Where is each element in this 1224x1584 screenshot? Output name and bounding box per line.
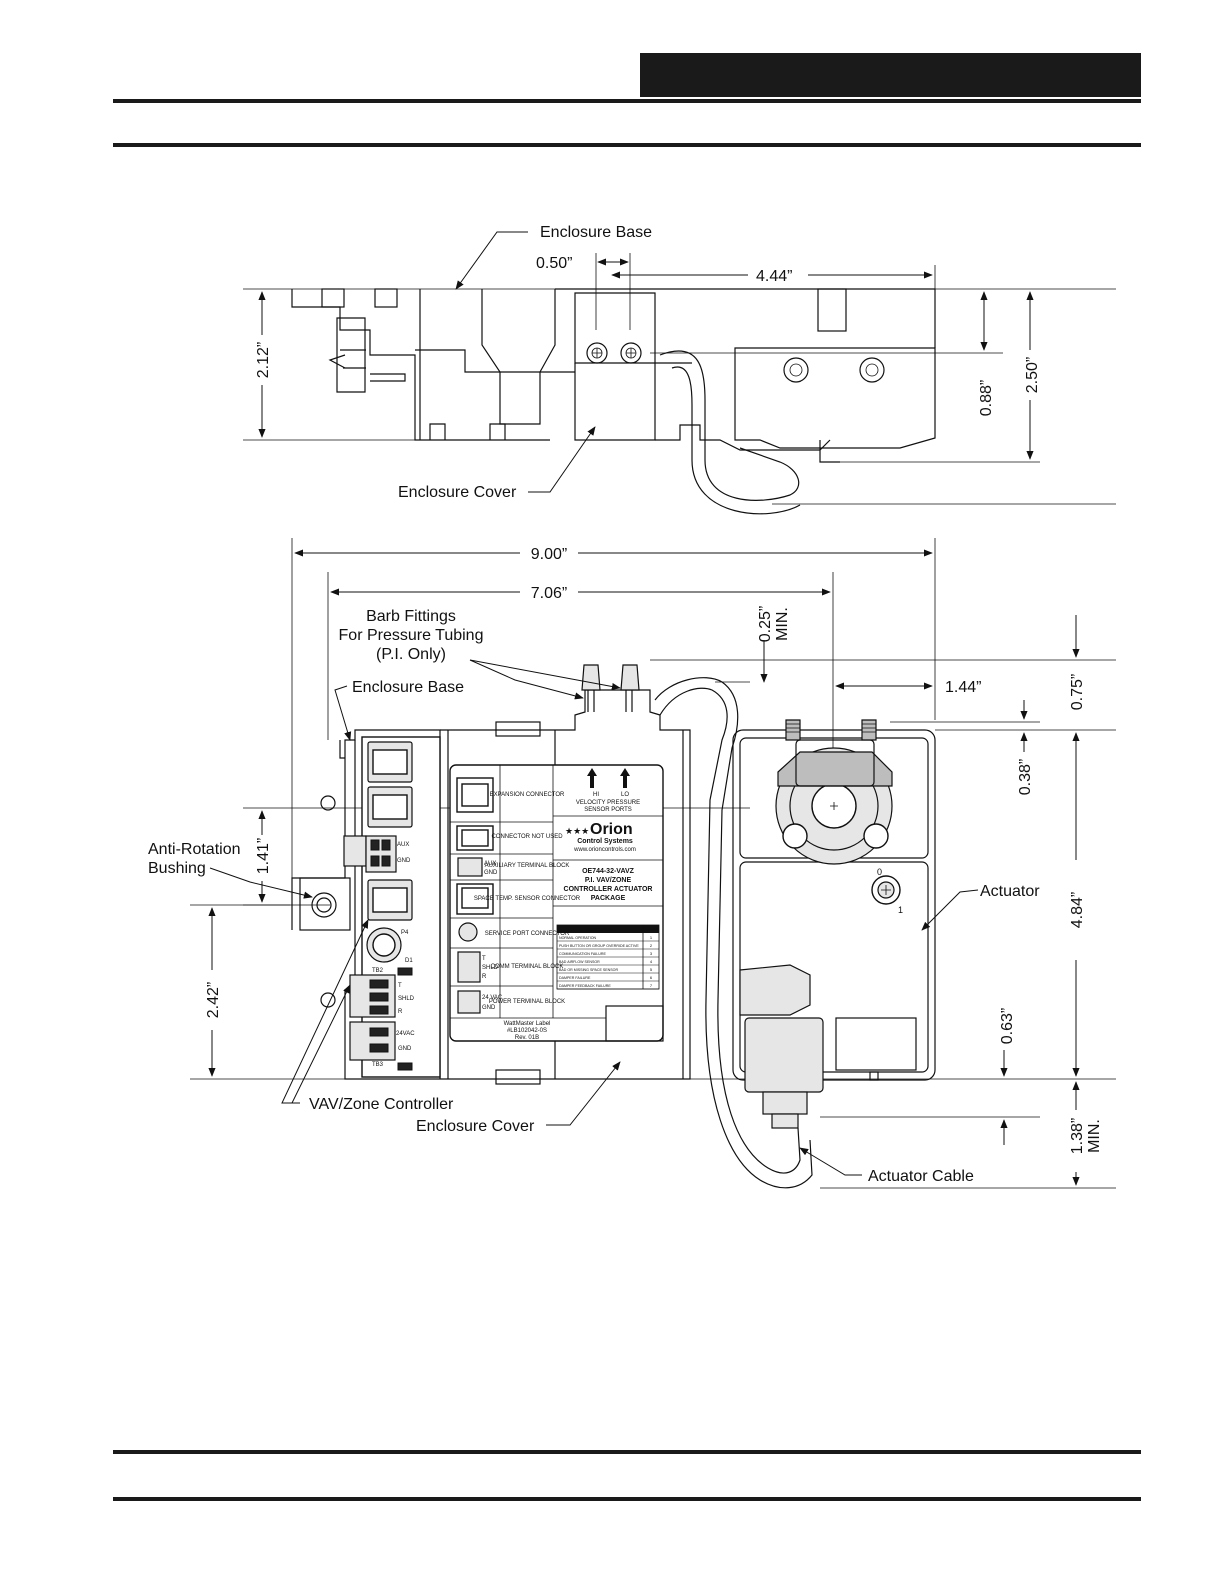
panel-t: T	[482, 956, 486, 962]
dial-zero: 0	[877, 867, 882, 877]
brand-sub: Control Systems	[577, 838, 633, 845]
panel-connector-not-used: CONNECTOR NOT USED	[491, 834, 563, 840]
dim-4-84: 4.84”	[1069, 892, 1086, 928]
table-row-blinks: 6	[650, 975, 653, 980]
board-24vac: 24VAC	[396, 1031, 415, 1037]
table-row-description: DAMPER FEEDBACK FAILURE	[559, 984, 611, 988]
dim-0-25: 0.25”	[757, 606, 774, 642]
dim-0-75: 0.75”	[1069, 674, 1086, 710]
table-row-blinks: 4	[650, 959, 653, 964]
dim-1-38: 1.38”	[1069, 1118, 1086, 1154]
label-actuator-cable: Actuator Cable	[868, 1168, 974, 1185]
table-row-description: COMMUNICATION FAILURE	[559, 952, 606, 956]
brand-url: www.orioncontrols.com	[573, 847, 636, 853]
dim-0-25-min: MIN.	[774, 607, 791, 641]
dim-1-44: 1.44”	[945, 679, 981, 696]
table-row-description: BAD OR MISSING SPACE SENSOR	[559, 968, 618, 972]
board-gnd: GND	[397, 858, 411, 864]
dim-1-41: 1.41”	[255, 838, 272, 874]
table-row-description: DAMPER FAILURE	[559, 976, 591, 980]
dim-1-38-min: MIN.	[1086, 1119, 1103, 1153]
panel-aux: AUX	[484, 861, 496, 867]
front-view	[190, 538, 1116, 1189]
panel-velocity-pressure: VELOCITY PRESSURE	[576, 800, 640, 806]
panel-power-terminal-block: POWER TERMINAL BLOCK	[489, 999, 565, 1005]
dim-9-00: 9.00”	[531, 546, 567, 563]
table-row-description: PUSH BUTTON OR GROUP OVERRIDE ACTIVE	[559, 944, 639, 948]
dim-2-12: 2.12”	[255, 342, 272, 378]
dial-one: 1	[898, 905, 903, 915]
panel-24vac: 24 VAC	[482, 995, 503, 1001]
label-barb-fittings-3: (P.I. Only)	[376, 646, 446, 663]
label-anti-rotation-1: Anti-Rotation	[148, 841, 241, 858]
panel-model-line2: P.I. VAV/ZONE	[585, 877, 632, 884]
panel-gnd: GND	[484, 870, 498, 876]
brand-stars: ★★★	[565, 826, 589, 836]
table-header-description: DESCRIPTION	[586, 927, 613, 932]
table-row-blinks: 3	[650, 951, 653, 956]
panel-auxiliary-terminal-block: AUXILIARY TERMINAL BLOCK	[485, 863, 570, 869]
dim-4-44: 4.44”	[756, 268, 792, 285]
panel-label-part-2: #LB102042-0S	[507, 1028, 547, 1034]
board-d1: D1	[405, 958, 413, 964]
panel-space-temp-sensor-connector: SPACE TEMP. SENSOR CONNECTOR	[474, 896, 581, 902]
table-header-blinks: BLINKS	[644, 927, 659, 932]
label-enclosure-cover-bottom: Enclosure Cover	[416, 1118, 535, 1135]
board-t: T	[398, 983, 402, 989]
header-rule-bottom	[113, 143, 1141, 147]
table-row-blinks: 1	[650, 935, 653, 940]
panel-label-part-3: Rev. 01B	[515, 1035, 539, 1041]
panel-service-port-connector: SERVICE PORT CONNECTOR	[485, 931, 570, 937]
table-row-description: BAD AIRFLOW SENSOR	[559, 960, 600, 964]
panel-shld: SHLD	[482, 965, 499, 971]
label-enclosure-base-top: Enclosure Base	[540, 224, 652, 241]
dim-7-06: 7.06”	[531, 585, 567, 602]
panel-sensor-ports: SENSOR PORTS	[584, 807, 632, 813]
panel-label-part-1: WattMaster Label	[504, 1021, 551, 1027]
footer-rule-top	[113, 1450, 1141, 1454]
board-shld: SHLD	[398, 996, 415, 1002]
dim-0-50: 0.50”	[536, 255, 572, 272]
board-aux: AUX	[397, 842, 409, 848]
side-view	[243, 231, 1116, 515]
label-enclosure-cover-top: Enclosure Cover	[398, 484, 517, 501]
board-r: R	[398, 1009, 403, 1015]
board-tb3: TB3	[372, 1062, 384, 1068]
panel-model-line4: PACKAGE	[591, 895, 626, 902]
table-row-blinks: 2	[650, 943, 653, 948]
dim-0-38: 0.38”	[1017, 759, 1034, 795]
panel-model-line3: CONTROLLER ACTUATOR	[564, 886, 653, 893]
board-p4: P4	[401, 930, 409, 936]
panel-lo: LO	[621, 792, 629, 798]
label-anti-rotation-2: Bushing	[148, 860, 206, 877]
actuator-body	[732, 719, 936, 1129]
panel-model: OE744-32-VAVZ	[582, 868, 635, 875]
panel-r: R	[482, 974, 487, 980]
table-row-blinks: 5	[650, 967, 653, 972]
label-barb-fittings-2: For Pressure Tubing	[339, 627, 484, 644]
board-gnd2: GND	[398, 1046, 412, 1052]
board-tb2: TB2	[372, 968, 384, 974]
panel-hi: HI	[593, 792, 599, 798]
table-row-blinks: 7	[650, 983, 653, 988]
label-actuator: Actuator	[980, 883, 1040, 900]
table-row-description: NORMAL OPERATION	[559, 936, 597, 940]
label-enclosure-base-bottom: Enclosure Base	[352, 679, 464, 696]
dim-0-88: 0.88”	[978, 380, 995, 416]
brand-name: Orion	[590, 821, 633, 838]
dim-2-50: 2.50”	[1024, 357, 1041, 393]
panel-expansion-connector: EXPANSION CONNECTOR	[490, 792, 565, 798]
dim-2-42: 2.42”	[205, 982, 222, 1018]
panel-comm-terminal-block: COMM TERMINAL BLOCK	[491, 964, 564, 970]
panel-gnd-power: GND	[482, 1005, 496, 1011]
header-rule-top	[113, 99, 1141, 103]
header-tab	[640, 53, 1141, 97]
label-vav-zone-controller: VAV/Zone Controller	[309, 1096, 454, 1113]
label-barb-fittings-1: Barb Fittings	[366, 608, 456, 625]
dim-0-63: 0.63”	[999, 1008, 1016, 1044]
footer-rule-bottom	[113, 1497, 1141, 1501]
